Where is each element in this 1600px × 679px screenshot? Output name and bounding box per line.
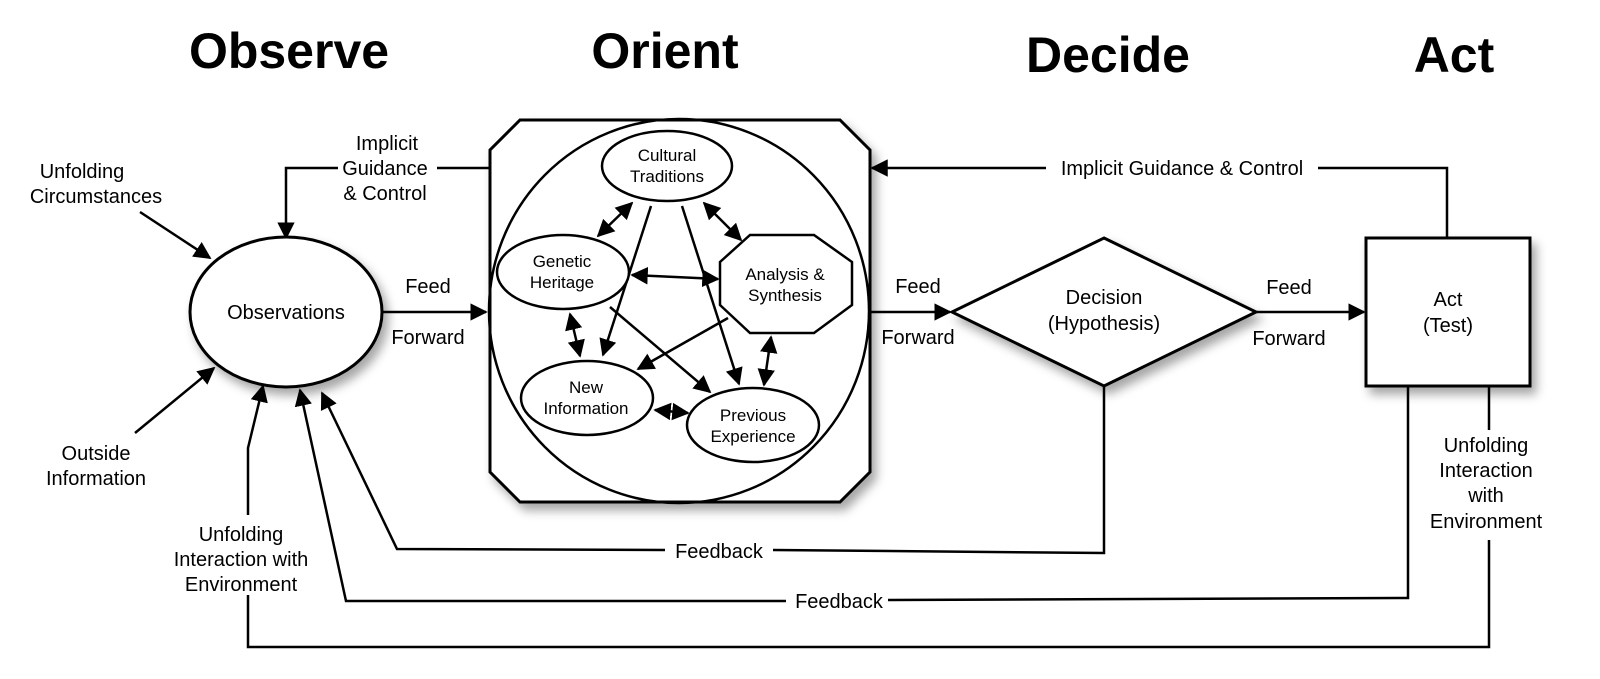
arrow-as-ni bbox=[636, 316, 729, 371]
previous-experience-line2: Experience bbox=[710, 427, 795, 446]
analysis-synthesis-node bbox=[718, 233, 854, 335]
cultural-traditions-line1: Cultural bbox=[638, 146, 697, 165]
outside-information-line2: Information bbox=[46, 468, 146, 490]
genetic-heritage-line1: Genetic bbox=[533, 252, 592, 271]
orient-circle bbox=[487, 117, 871, 505]
feedback-line-decide-a bbox=[772, 386, 1106, 555]
arrow-ct-as bbox=[702, 201, 743, 242]
arrow-gh-pe bbox=[609, 306, 712, 394]
interaction-act-line1: Unfolding bbox=[1444, 435, 1529, 457]
decision-node bbox=[948, 236, 1260, 388]
previous-experience-line1: Previous bbox=[720, 406, 786, 425]
arrow-circumstances bbox=[139, 210, 212, 260]
header-decide: Decide bbox=[1026, 27, 1190, 83]
implicit-guidance-observe-line1: Implicit bbox=[356, 133, 419, 155]
implicit-guidance-observe-line3: & Control bbox=[343, 183, 426, 205]
feedback-line-act-a bbox=[887, 386, 1410, 602]
decision-line1: Decision bbox=[1066, 287, 1143, 309]
header-act: Act bbox=[1414, 27, 1495, 83]
header-orient: Orient bbox=[591, 23, 739, 79]
arrow-gh-ni bbox=[565, 312, 585, 358]
forward-label-2: Forward bbox=[881, 327, 954, 349]
unfolding-circumstances-line1: Unfolding bbox=[40, 161, 125, 183]
arrow-outside-info bbox=[134, 366, 216, 434]
guidance-arrow-observe bbox=[277, 166, 338, 240]
feedback-label-act: Feedback bbox=[795, 591, 884, 613]
decision-line2: (Hypothesis) bbox=[1048, 313, 1160, 335]
feedback-label-decide: Feedback bbox=[675, 541, 764, 563]
act-node bbox=[1364, 236, 1532, 388]
header-observe: Observe bbox=[189, 23, 389, 79]
cultural-traditions-line2: Traditions bbox=[630, 167, 704, 186]
arrow-gh-as bbox=[630, 266, 720, 288]
feed-label-1: Feed bbox=[405, 276, 451, 298]
feedback-arrow-decide bbox=[320, 391, 666, 552]
genetic-heritage-line2: Heritage bbox=[530, 273, 594, 292]
observations-node bbox=[188, 235, 384, 389]
outside-information-line1: Outside bbox=[62, 443, 131, 465]
act-line1: Act bbox=[1434, 289, 1463, 311]
genetic-heritage-node bbox=[495, 233, 631, 311]
cultural-traditions-node bbox=[600, 129, 734, 203]
previous-experience-node bbox=[685, 386, 821, 464]
interaction-observe-line1: Unfolding bbox=[199, 524, 284, 546]
implicit-guidance-act-label: Implicit Guidance & Control bbox=[1061, 158, 1303, 180]
feed-label-2: Feed bbox=[895, 276, 941, 298]
interaction-observe-line3: Environment bbox=[185, 574, 298, 596]
interaction-observe-line2: Interaction with bbox=[174, 549, 309, 571]
arrow-ct-pe bbox=[680, 205, 743, 386]
interaction-arrow-observe bbox=[246, 384, 268, 515]
unfolding-circumstances-line2: Circumstances bbox=[30, 186, 162, 208]
arrow-gh-ct bbox=[596, 201, 634, 238]
interaction-act-line4: Environment bbox=[1430, 511, 1543, 533]
new-information-node bbox=[519, 359, 655, 437]
analysis-synthesis-line2: Synthesis bbox=[748, 286, 822, 305]
analysis-synthesis-line1: Analysis & bbox=[745, 265, 825, 284]
act-line2: (Test) bbox=[1423, 315, 1473, 337]
arrow-ni-pe bbox=[653, 402, 690, 421]
forward-label-3: Forward bbox=[1252, 328, 1325, 350]
new-information-line2: Information bbox=[543, 399, 628, 418]
interaction-act-line3: with bbox=[1467, 485, 1504, 507]
interaction-line-bottom bbox=[246, 540, 1491, 649]
new-information-line1: New bbox=[569, 378, 604, 397]
observations-label: Observations bbox=[227, 302, 345, 324]
feed-label-3: Feed bbox=[1266, 277, 1312, 299]
arrow-as-pe bbox=[757, 335, 778, 387]
forward-label-1: Forward bbox=[391, 327, 464, 349]
interaction-act-line2: Interaction bbox=[1439, 460, 1532, 482]
guidance-line-act bbox=[1318, 166, 1449, 238]
implicit-guidance-observe-line2: Guidance bbox=[342, 158, 428, 180]
feedback-arrow-act bbox=[294, 388, 786, 603]
